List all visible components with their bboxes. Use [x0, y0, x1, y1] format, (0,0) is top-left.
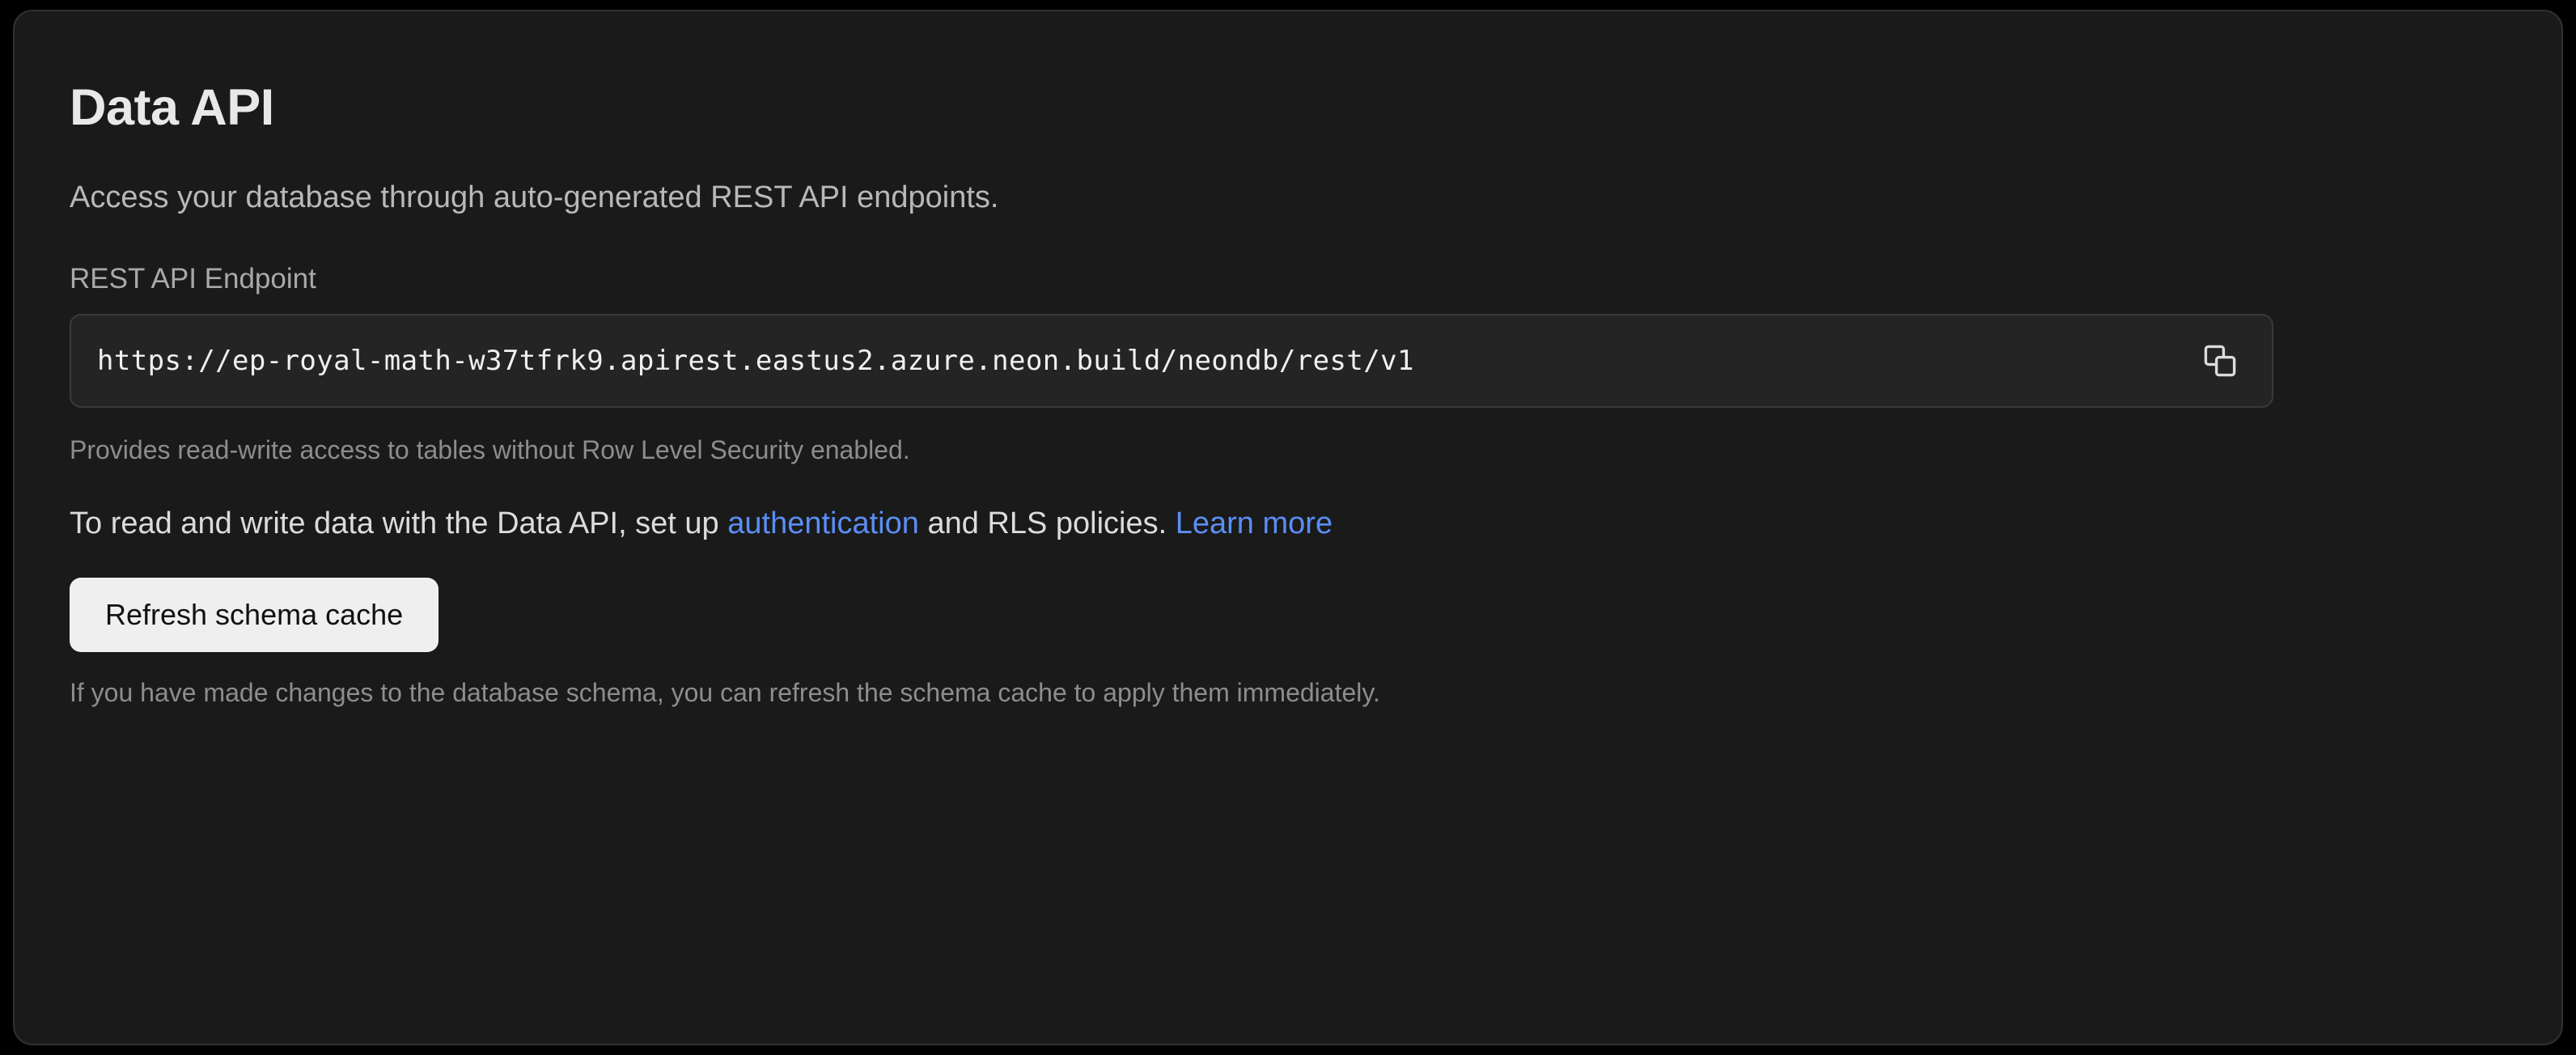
note-lead-text: To read and write data with the Data API…	[70, 506, 727, 540]
endpoint-help-text: Provides read-write access to tables wit…	[70, 437, 2506, 463]
data-api-setup-note: To read and write data with the Data API…	[70, 508, 2506, 539]
learn-more-link[interactable]: Learn more	[1176, 506, 1332, 540]
note-middle-text: and RLS policies.	[919, 506, 1176, 540]
rest-api-endpoint-label: REST API Endpoint	[70, 265, 2506, 293]
authentication-link[interactable]: authentication	[727, 506, 919, 540]
rest-api-endpoint-value[interactable]: https://ep-royal-math-w37tfrk9.apirest.e…	[97, 345, 1414, 377]
copy-icon	[2201, 341, 2239, 380]
card-subtitle: Access your database through auto-genera…	[70, 182, 2506, 213]
copy-endpoint-button[interactable]	[2197, 338, 2243, 383]
refresh-schema-cache-button[interactable]: Refresh schema cache	[70, 578, 439, 652]
refresh-schema-footer-note: If you have made changes to the database…	[70, 680, 2506, 705]
data-api-card: Data API Access your database through au…	[13, 10, 2563, 1045]
page-title: Data API	[70, 83, 2506, 133]
rest-api-endpoint-field[interactable]: https://ep-royal-math-w37tfrk9.apirest.e…	[70, 314, 2273, 408]
